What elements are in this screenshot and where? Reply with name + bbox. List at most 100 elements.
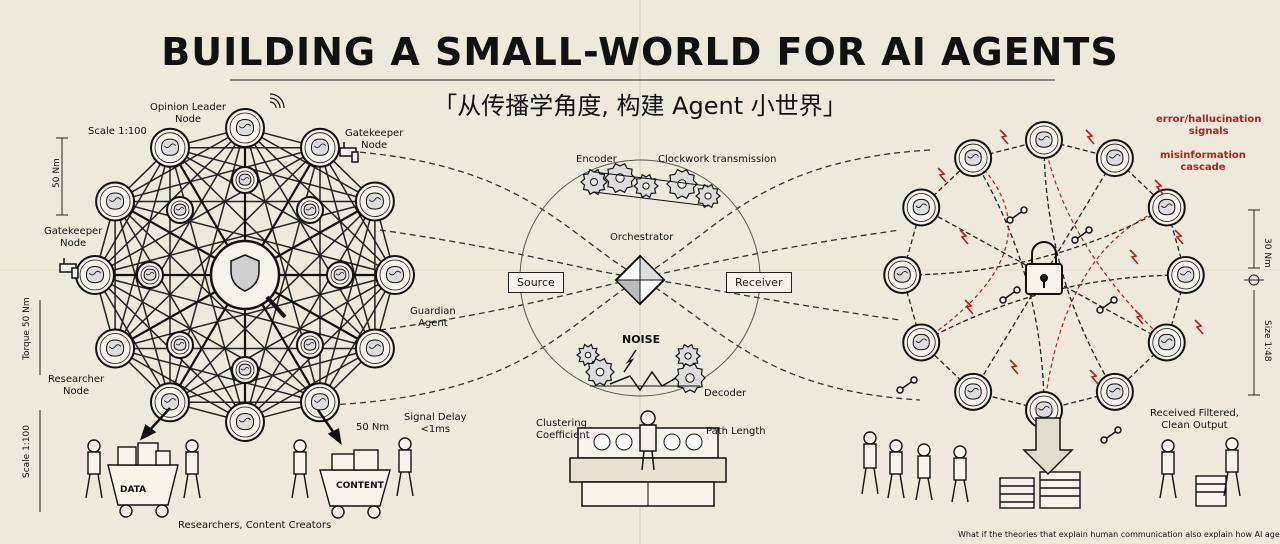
worker-icon [861, 431, 879, 495]
broadcast-icon [269, 93, 285, 109]
dim-50nm-left: 50 Nm [52, 158, 62, 188]
opinion-leader-label: Opinion Leader Node [150, 102, 227, 125]
lightning-icon [1194, 319, 1204, 335]
lightning-icon [1129, 249, 1139, 265]
brain-node-icon [95, 328, 136, 369]
brain-node-icon [902, 323, 941, 362]
brain-node-icon [296, 331, 324, 359]
source-box: Source [508, 272, 564, 293]
brain-node-icon [225, 108, 265, 148]
lightning-icon [964, 299, 974, 315]
scale-bottom-label: Scale 1:100 [22, 424, 32, 478]
brain-node-icon [296, 196, 324, 224]
worker-icon [915, 443, 933, 501]
brain-node-icon [300, 127, 340, 168]
guardian-label: Guardian Agent [410, 306, 456, 329]
lightning-icon [1134, 309, 1144, 325]
error-signals-label: error/hallucination signals [1156, 114, 1262, 137]
worker-icon [951, 445, 969, 503]
clustering-label: Clustering Coefficient [536, 418, 590, 441]
gear-icon [604, 162, 636, 194]
gear-icon [666, 168, 698, 200]
right-workers [861, 431, 1241, 509]
book-stack-icon [999, 477, 1035, 509]
signal-delay-label: Signal Delay <1ms [404, 412, 467, 435]
brain-node-icon [954, 139, 993, 178]
receiver-box: Receiver [726, 272, 792, 293]
left-network [59, 93, 415, 442]
output-label: Received Filtered, Clean Output [1150, 408, 1239, 431]
brain-node-icon [354, 181, 395, 222]
torque-label: Torque 50 Nm [22, 297, 32, 360]
book-stack-icon [1195, 475, 1227, 507]
worker-icon [1223, 437, 1241, 497]
brain-node-icon [231, 356, 259, 384]
left-workers [85, 437, 414, 519]
diagram-title: BUILDING A SMALL-WORLD FOR AI AGENTS [161, 30, 1119, 74]
filter-down-arrow [1022, 417, 1074, 476]
clockwork-label: Clockwork transmission [658, 154, 777, 165]
brain-node-icon [150, 382, 190, 423]
faucet-icon [59, 258, 79, 279]
decoder-gears [575, 343, 706, 394]
brain-node-icon [1025, 121, 1063, 159]
worker-icon [291, 439, 309, 499]
worker-icon [887, 439, 905, 499]
lightning-icon [937, 167, 947, 183]
shield-magnifier-icon [209, 239, 287, 319]
lightning-icon [1089, 369, 1099, 385]
robot-arm-icon [1071, 226, 1093, 244]
lightning-icon [1009, 359, 1019, 375]
worker-icon [396, 437, 414, 497]
brain-node-icon [354, 328, 395, 369]
worker-icon [183, 439, 201, 499]
researcher-label: Researcher Node [48, 374, 105, 397]
brain-node-icon [375, 255, 415, 295]
brain-node-icon [1095, 372, 1134, 411]
lightning-icon [1174, 229, 1184, 245]
noise-label: NOISE [622, 333, 661, 346]
encoder-label: Encoder [576, 154, 617, 165]
orchestrator-diamond [614, 254, 666, 306]
misinformation-label: misinformation cascade [1160, 150, 1246, 173]
error-connections [920, 139, 1168, 411]
worker-icon [1159, 439, 1177, 499]
brain-node-icon [1095, 139, 1134, 178]
brain-node-icon [326, 261, 354, 289]
control-panel-icon [569, 410, 727, 507]
cart-data-label: DATA [120, 485, 147, 495]
lock-icon [1025, 241, 1063, 295]
gatekeeper-left-label: Gatekeeper Node [44, 226, 103, 249]
brain-node-icon [1166, 256, 1205, 294]
cart-icon [319, 449, 391, 519]
dim-50nm-bottom: 50 Nm [356, 422, 390, 433]
brain-node-icon [1147, 323, 1186, 362]
faucet-icon [339, 142, 359, 163]
brain-node-icon [231, 166, 259, 194]
gear-icon [580, 168, 608, 196]
brain-node-icon [166, 331, 194, 359]
brain-node-icon [166, 196, 194, 224]
orchestrator-label: Orchestrator [610, 232, 674, 243]
brain-node-icon [300, 382, 340, 423]
diagram-subtitle: 「从传播学角度, 构建 Agent 小世界」 [433, 92, 847, 120]
brain-node-icon [95, 181, 136, 222]
gear-icon [695, 183, 721, 209]
caption-researchers: Researchers, Content Creators [178, 520, 332, 531]
scale-top-label: Scale 1:100 [88, 126, 147, 137]
lightning-icon [1154, 179, 1164, 195]
robot-arm-icon [999, 286, 1021, 304]
brain-node-icon [75, 255, 115, 295]
gear-icon [633, 173, 659, 199]
brain-node-icon [1147, 188, 1186, 227]
lightning-icon [999, 129, 1009, 145]
worker-icon [85, 439, 103, 499]
dimension-lines [39, 137, 1264, 512]
robot-arm-icon [1096, 296, 1118, 314]
brain-node-icon [136, 261, 164, 289]
path-length-label: Path Length [706, 426, 766, 437]
footer-question: What if the theories that explain human … [958, 530, 1280, 539]
brain-node-icon [150, 127, 190, 168]
